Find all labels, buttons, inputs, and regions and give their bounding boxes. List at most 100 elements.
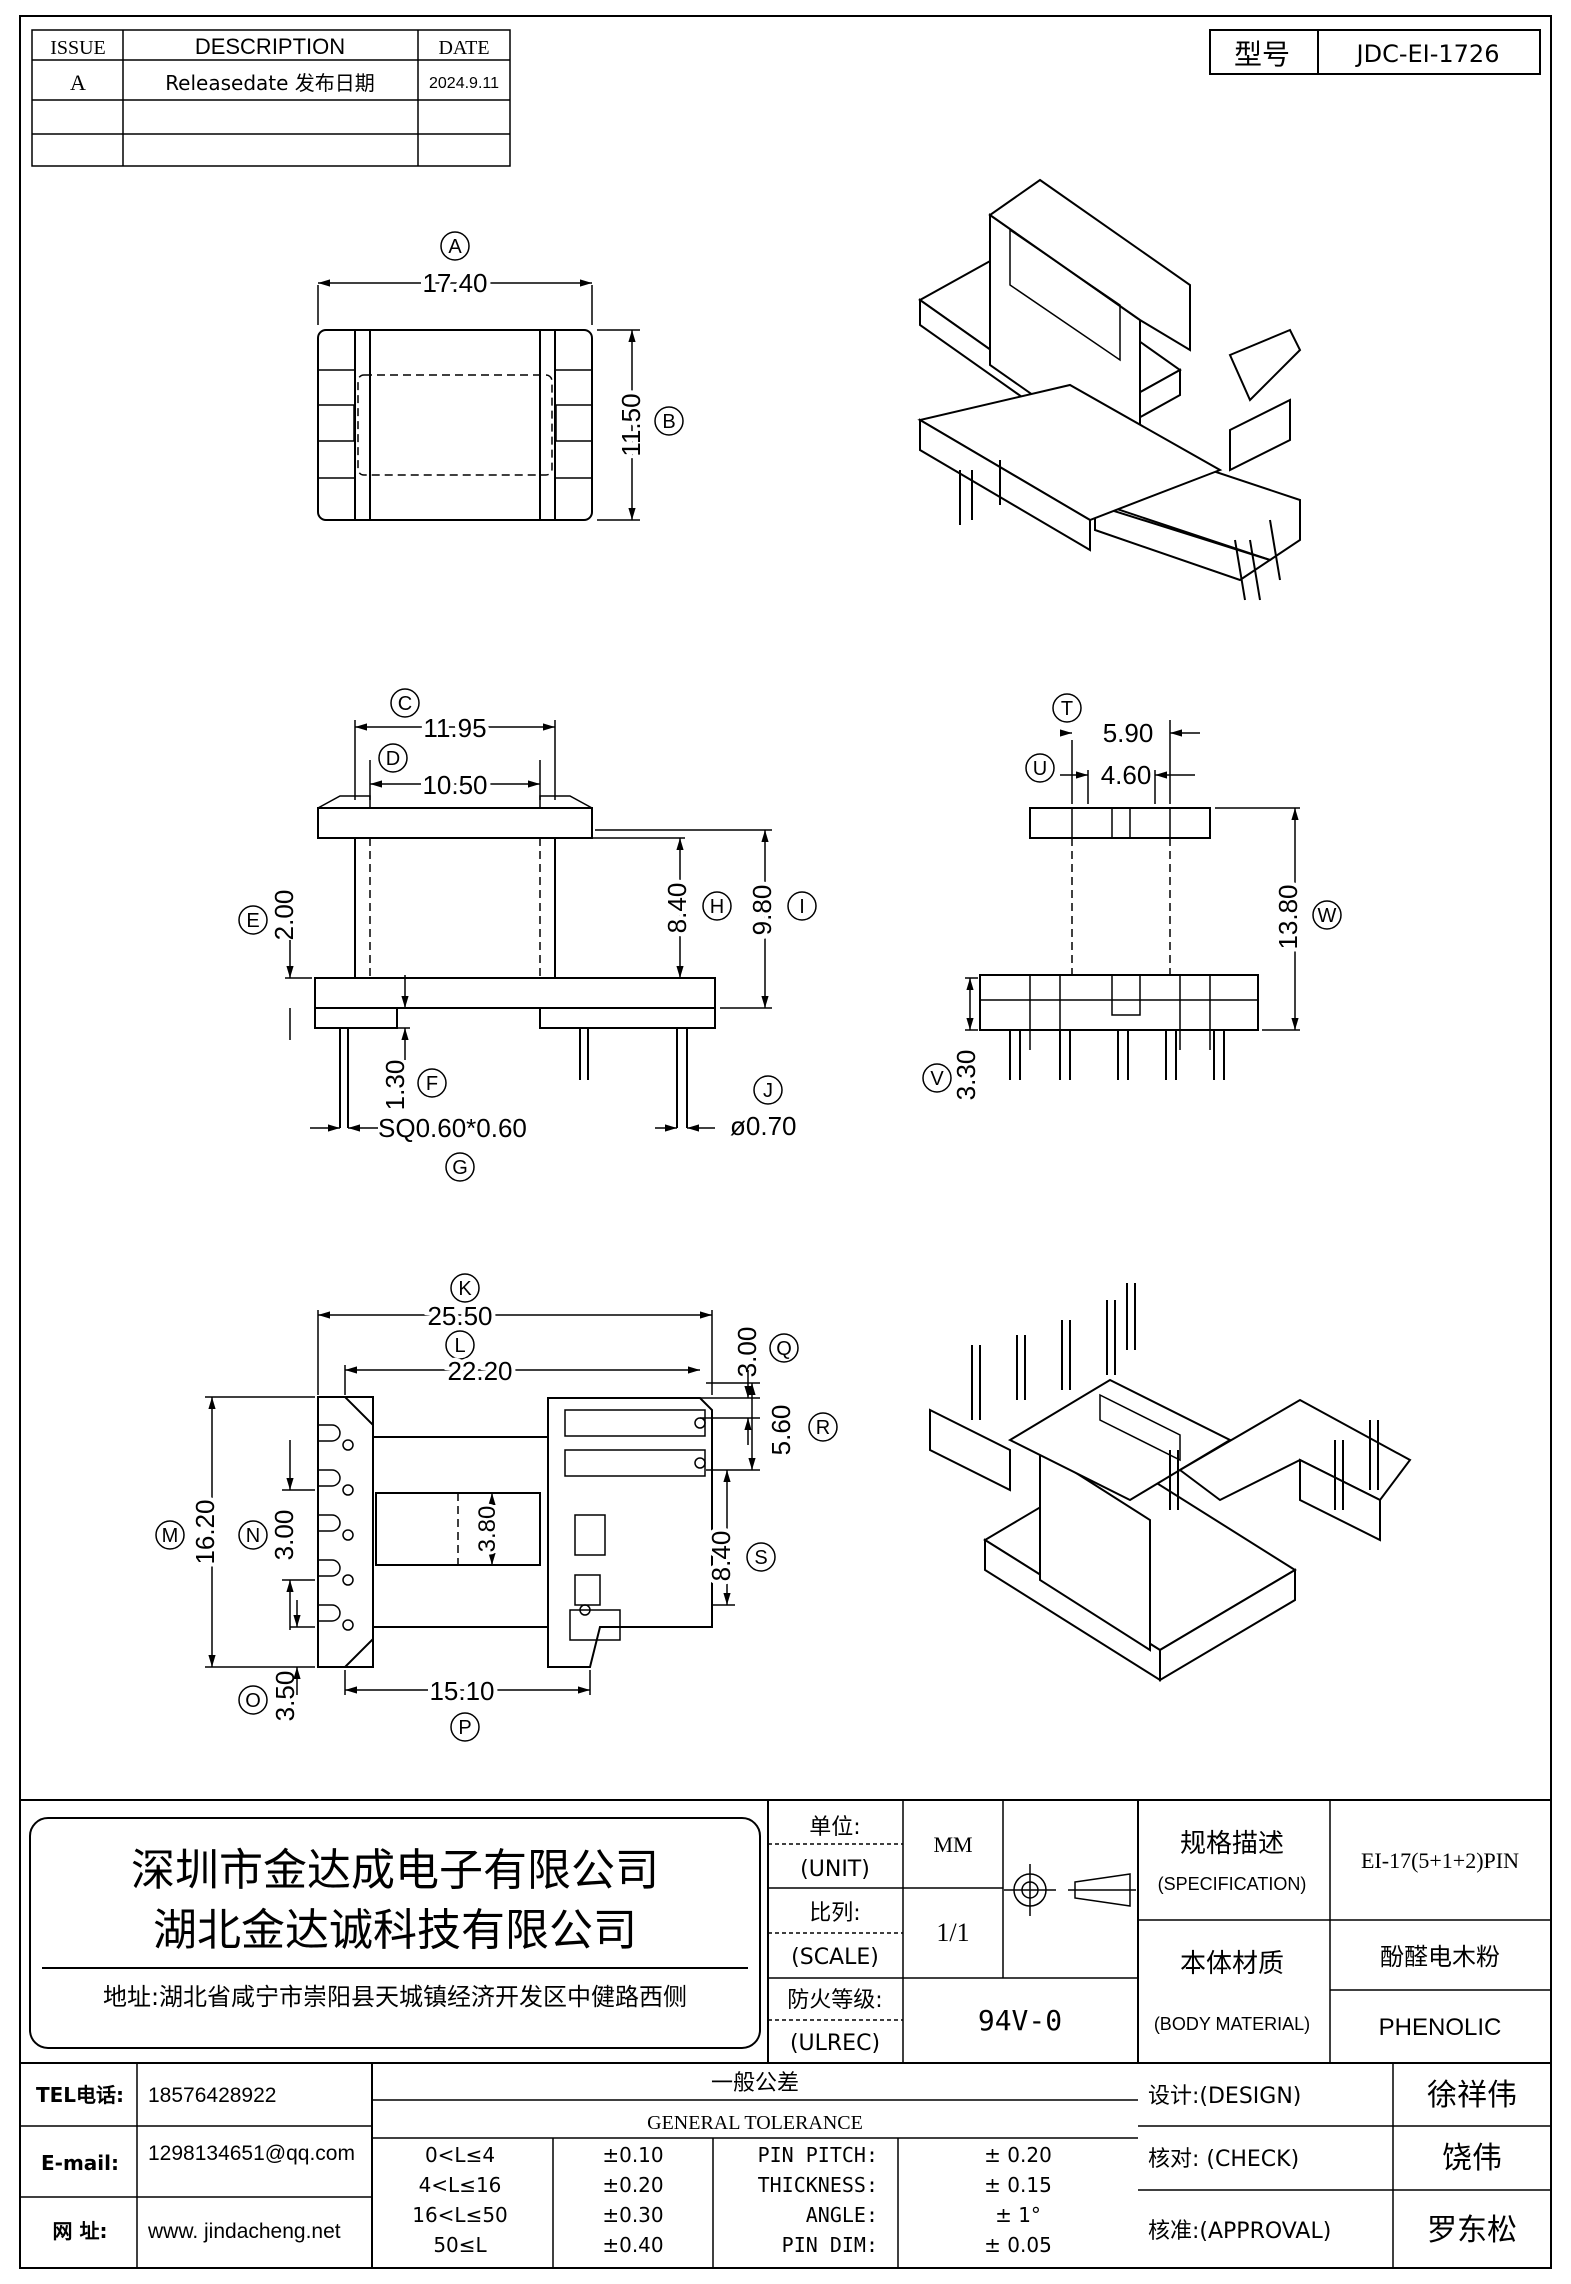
dim-value-s: 8.40: [706, 1531, 736, 1582]
signoff-name-check: 饶伟: [1442, 2141, 1502, 2176]
tel-value: 18576428922: [148, 2084, 276, 2107]
dim-value-k: 25.50: [427, 1301, 492, 1331]
rev-header-issue: ISSUE: [50, 37, 106, 59]
dim-value-u: 4.60: [1101, 760, 1152, 790]
tolerance-title: 一般公差: [711, 2071, 799, 2096]
tolerance-item-value-1: ± 0.20: [984, 2143, 1052, 2167]
rev-row-description: Releasedate 发布日期: [165, 71, 375, 95]
dim-letter-i: I: [799, 896, 805, 918]
material-value: 酚醛电木粉: [1380, 1943, 1500, 1971]
unit-label-en: (UNIT): [800, 1857, 870, 1882]
tolerance-item-2: THICKNESS:: [758, 2173, 878, 2197]
scale-value: 1/1: [936, 1918, 969, 1947]
dim-value-l: 22.20: [447, 1356, 512, 1386]
dim-letter-o: O: [245, 1690, 261, 1712]
email-value: 1298134651@qq.com: [148, 2142, 355, 2165]
ulrec-label-en: (ULREC): [790, 2031, 880, 2056]
tolerance-title-en: GENERAL TOLERANCE: [647, 2112, 863, 2134]
tolerance-item-1: PIN PITCH:: [758, 2143, 878, 2167]
signoff-name-approval: 罗东松: [1427, 2213, 1517, 2248]
material-value-en: PHENOLIC: [1379, 2014, 1502, 2041]
tolerance-range-1: 0<L≤4: [425, 2143, 495, 2167]
email-label: E-mail:: [41, 2151, 119, 2175]
dim-value-d: 10.50: [422, 770, 487, 800]
isometric-view-top: [917, 178, 1302, 601]
dim-value-q: 3.00: [732, 1327, 762, 1378]
dim-letter-c: C: [398, 693, 412, 715]
model-number: JDC-EI-1726: [1355, 40, 1500, 68]
model-box: 型号 JDC-EI-1726: [1209, 29, 1541, 75]
dim-letter-m: M: [162, 1525, 179, 1547]
unit-label: 单位:: [809, 1815, 860, 1840]
side-view: 5.90 T 4.60 U 13.80 W 3.30 V: [922, 693, 1342, 1100]
dim-letter-j: J: [763, 1080, 773, 1102]
revision-table: ISSUE DESCRIPTION DATE A Releasedate 发布日…: [31, 29, 511, 167]
dim-value-r: 5.60: [766, 1405, 796, 1456]
dim-value-o: 3.50: [270, 1671, 300, 1722]
isometric-view-bottom: [929, 1283, 1412, 1682]
dim-value-n: 3.00: [269, 1510, 299, 1561]
material-label: 本体材质: [1180, 1949, 1284, 1979]
sheet-border: [19, 15, 1552, 2269]
spec-label: 规格描述: [1180, 1829, 1284, 1859]
dim-value-g: SQ0.60*0.60: [378, 1113, 527, 1143]
dim-value-inner: 3.80: [474, 1506, 501, 1553]
tel-label: TEL电话:: [36, 2083, 124, 2107]
rev-row-date: 2024.9.11: [429, 75, 499, 92]
dim-letter-t: T: [1061, 698, 1073, 720]
spec-label-en: (SPECIFICATION): [1158, 1874, 1307, 1894]
rev-header-date: DATE: [438, 37, 489, 59]
dim-letter-q: Q: [776, 1338, 792, 1360]
dim-letter-a: A: [448, 236, 462, 258]
dim-letter-e: E: [246, 910, 259, 932]
tolerance-value-2: ±0.20: [602, 2173, 663, 2197]
dim-letter-k: K: [458, 1278, 472, 1300]
tolerance-item-value-2: ± 0.15: [984, 2173, 1052, 2197]
rev-header-description: DESCRIPTION: [195, 34, 345, 59]
dim-letter-r: R: [816, 1417, 830, 1439]
top-view: A 17.40 11.50 B: [317, 231, 684, 521]
dim-value-f: 1.30: [380, 1060, 410, 1111]
dim-letter-h: H: [710, 896, 724, 918]
signoff-label-approval: 核准:(APPROVAL): [1148, 2219, 1331, 2244]
web-label: 网 址:: [53, 2219, 108, 2243]
bottom-view: K 25.50 L 22.20 16.20 M 3.00 N 3.50 O 15: [155, 1273, 838, 1742]
company-name-1: 深圳市金达成电子有限公司: [131, 1845, 659, 1896]
dim-value-m: 16.20: [190, 1499, 220, 1564]
dim-value-a: 17.40: [422, 268, 487, 298]
dim-letter-l: L: [454, 1335, 465, 1357]
tolerance-range-2: 4<L≤16: [419, 2173, 502, 2197]
dim-letter-p: P: [458, 1717, 471, 1739]
tolerance-value-4: ±0.40: [602, 2233, 663, 2257]
dim-letter-d: D: [386, 748, 400, 770]
dim-letter-s: S: [754, 1547, 767, 1569]
ulrec-value: 94V-0: [978, 2004, 1062, 2037]
ulrec-label: 防火等级:: [787, 1988, 882, 2013]
dim-value-e: 2.00: [269, 890, 299, 941]
tolerance-range-4: 50≤L: [433, 2233, 487, 2257]
dim-letter-f: F: [426, 1073, 438, 1095]
dim-value-b: 11.50: [616, 393, 646, 456]
tolerance-item-value-4: ± 0.05: [984, 2233, 1052, 2257]
dim-value-w: 13.80: [1273, 884, 1303, 949]
unit-value: MM: [933, 1832, 972, 1857]
dim-value-i: 9.80: [747, 885, 777, 936]
tolerance-item-4: PIN DIM:: [782, 2233, 878, 2257]
signoff-name-design: 徐祥伟: [1427, 2078, 1517, 2113]
projection-symbol: [1004, 1864, 1136, 1916]
tolerance-range-3: 16<L≤50: [412, 2203, 508, 2227]
title-block: 深圳市金达成电子有限公司 湖北金达诚科技有限公司 地址:湖北省咸宁市崇阳县天城镇…: [20, 1799, 1551, 2268]
dim-value-p: 15.10: [429, 1676, 494, 1706]
tolerance-item-3: ANGLE:: [806, 2203, 878, 2227]
material-label-en: (BODY MATERIAL): [1154, 2014, 1310, 2034]
tolerance-item-value-3: ± 1°: [995, 2203, 1041, 2227]
rev-row-issue: A: [70, 70, 86, 95]
signoff-label-check: 核对: (CHECK): [1148, 2147, 1299, 2172]
dim-letter-u: U: [1033, 758, 1047, 780]
tolerance-value-1: ±0.10: [602, 2143, 663, 2167]
dim-letter-w: W: [1318, 905, 1337, 927]
dim-value-c: 11.95: [423, 713, 486, 743]
dim-letter-b: B: [662, 411, 675, 433]
dim-value-t: 5.90: [1103, 718, 1154, 748]
